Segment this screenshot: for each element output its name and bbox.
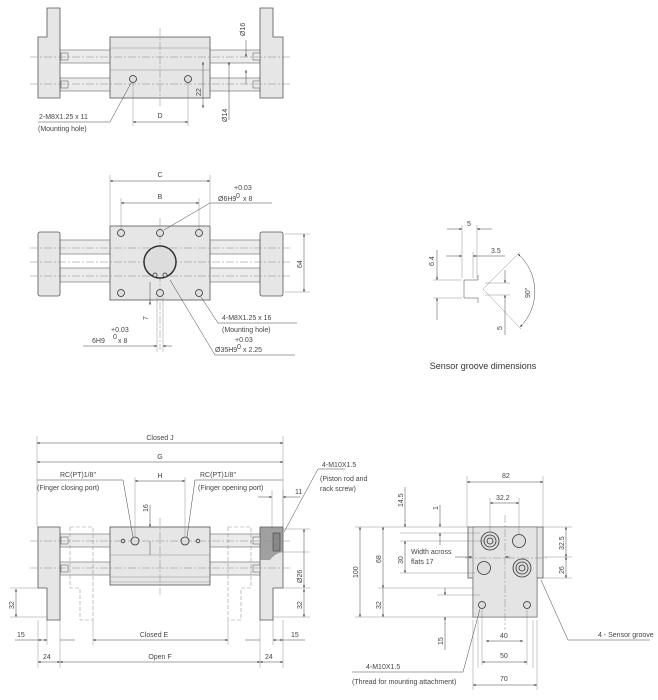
flats-label-2: flats 17	[411, 559, 434, 566]
left-end-block	[37, 231, 61, 297]
dim-7: 7	[143, 316, 150, 320]
dim-d: D	[157, 113, 162, 120]
dim-16: 16	[143, 504, 150, 512]
right-end-block	[259, 231, 284, 297]
pin2-depth: x 8	[118, 338, 127, 345]
sensor-groove-detail: 5 3.5 6.4 90° 5 Sensor groove dimensions	[429, 221, 537, 371]
dim-100: 100	[353, 566, 360, 578]
dim-82: 82	[502, 473, 510, 480]
dim-6-4: 6.4	[429, 256, 436, 266]
dim-64: 64	[297, 260, 304, 268]
dim-5-top: 5	[467, 221, 471, 228]
pin-tolerance: +0.03	[234, 185, 252, 192]
dim-24-left: 24	[43, 654, 51, 661]
dim-14-5: 14.5	[398, 493, 405, 507]
dim-c: C	[157, 172, 162, 179]
dim-50: 50	[500, 653, 508, 660]
dim-1: 1	[433, 506, 440, 510]
dim-closed-j: Closed J	[146, 435, 173, 442]
sensor-groove-label: 4 - Sensor groove	[598, 632, 654, 639]
bore-tolerance: +0.03	[235, 337, 253, 344]
thread-note: (Thread for mounting attachment)	[352, 679, 456, 686]
dim-32-right: 32	[297, 601, 304, 609]
dim-open-f: Open F	[148, 654, 171, 661]
front-view: C B +0.03 0 Ø6H9 x 8 64 7 4-M8X1.25 x 16…	[30, 172, 310, 356]
side-view: Closed J G H 16 RC(PT)1/8" (Finger closi…	[9, 435, 368, 668]
opening-port-note: (Finger opening port)	[198, 485, 263, 492]
dim-5-bottom: 5	[497, 326, 504, 330]
closing-port-note: (Finger closing port)	[37, 485, 99, 492]
dim-70: 70	[500, 676, 508, 683]
pin-depth: x 8	[243, 196, 252, 203]
bore-label: Ø35H9	[215, 347, 237, 354]
dim-32-5: 32.5	[559, 536, 566, 550]
thread-label: 4-M10X1.5	[366, 664, 400, 671]
flats-label-1: Width across	[411, 549, 452, 556]
dim-dia26: Ø26	[297, 570, 304, 583]
dim-32-left: 32	[9, 601, 16, 609]
pin2-label: 6H9	[92, 338, 105, 345]
pin2-tolerance: +0.03	[111, 327, 129, 334]
dim-22: 22	[196, 88, 203, 96]
dim-g: G	[157, 454, 162, 461]
dim-24-right: 24	[265, 654, 273, 661]
screw-note-1: (Piston rod and	[320, 476, 368, 483]
screw-label: 4-M10X1.5	[322, 462, 356, 469]
right-finger	[259, 7, 284, 99]
dim-11: 11	[295, 489, 302, 496]
sensor-groove-caption: Sensor groove dimensions	[430, 361, 537, 371]
dim-30: 30	[398, 556, 405, 564]
pin2-tolerance-zero: 0	[113, 334, 117, 341]
pin-tolerance-zero: 0	[236, 193, 240, 200]
dim-dia16: Ø16	[240, 23, 247, 36]
hole-note: (Mounting hole)	[38, 126, 87, 133]
hole-label: 2-M8X1.25 x 11	[39, 114, 88, 121]
dim-15-right: 15	[291, 632, 299, 639]
dim-dia14: Ø14	[222, 109, 229, 122]
left-finger	[37, 7, 61, 99]
bore-tolerance-zero: 0	[237, 344, 241, 351]
bore	[143, 245, 177, 279]
dim-32: 32	[376, 601, 383, 609]
opening-port-label: RC(PT)1/8"	[200, 472, 236, 479]
end-view: 82 32.2 100 68 32 14.5 1 30 Width across…	[352, 473, 654, 690]
hole-note: (Mounting hole)	[222, 327, 271, 334]
dim-40: 40	[500, 633, 508, 640]
hole-label: 4-M8X1.25 x 16	[222, 315, 272, 322]
screw-note-2: rack screw)	[320, 486, 356, 493]
closing-port-label: RC(PT)1/8"	[60, 472, 96, 479]
dim-26: 26	[559, 566, 566, 574]
dim-h: H	[157, 473, 162, 480]
pin-label: Ø6H9	[218, 196, 236, 203]
dim-3-5: 3.5	[491, 248, 501, 255]
dim-15: 15	[438, 637, 445, 645]
dim-b: B	[158, 194, 163, 201]
dim-15-left: 15	[17, 632, 25, 639]
dim-68: 68	[376, 555, 383, 563]
top-view: D 2-M8X1.25 x 11 (Mounting hole) Ø16 22 …	[30, 7, 290, 133]
dim-90: 90°	[524, 287, 532, 298]
dim-closed-e: Closed E	[140, 632, 169, 639]
bore-depth: x 2.25	[243, 347, 262, 354]
dim-32-2: 32.2	[496, 495, 510, 502]
